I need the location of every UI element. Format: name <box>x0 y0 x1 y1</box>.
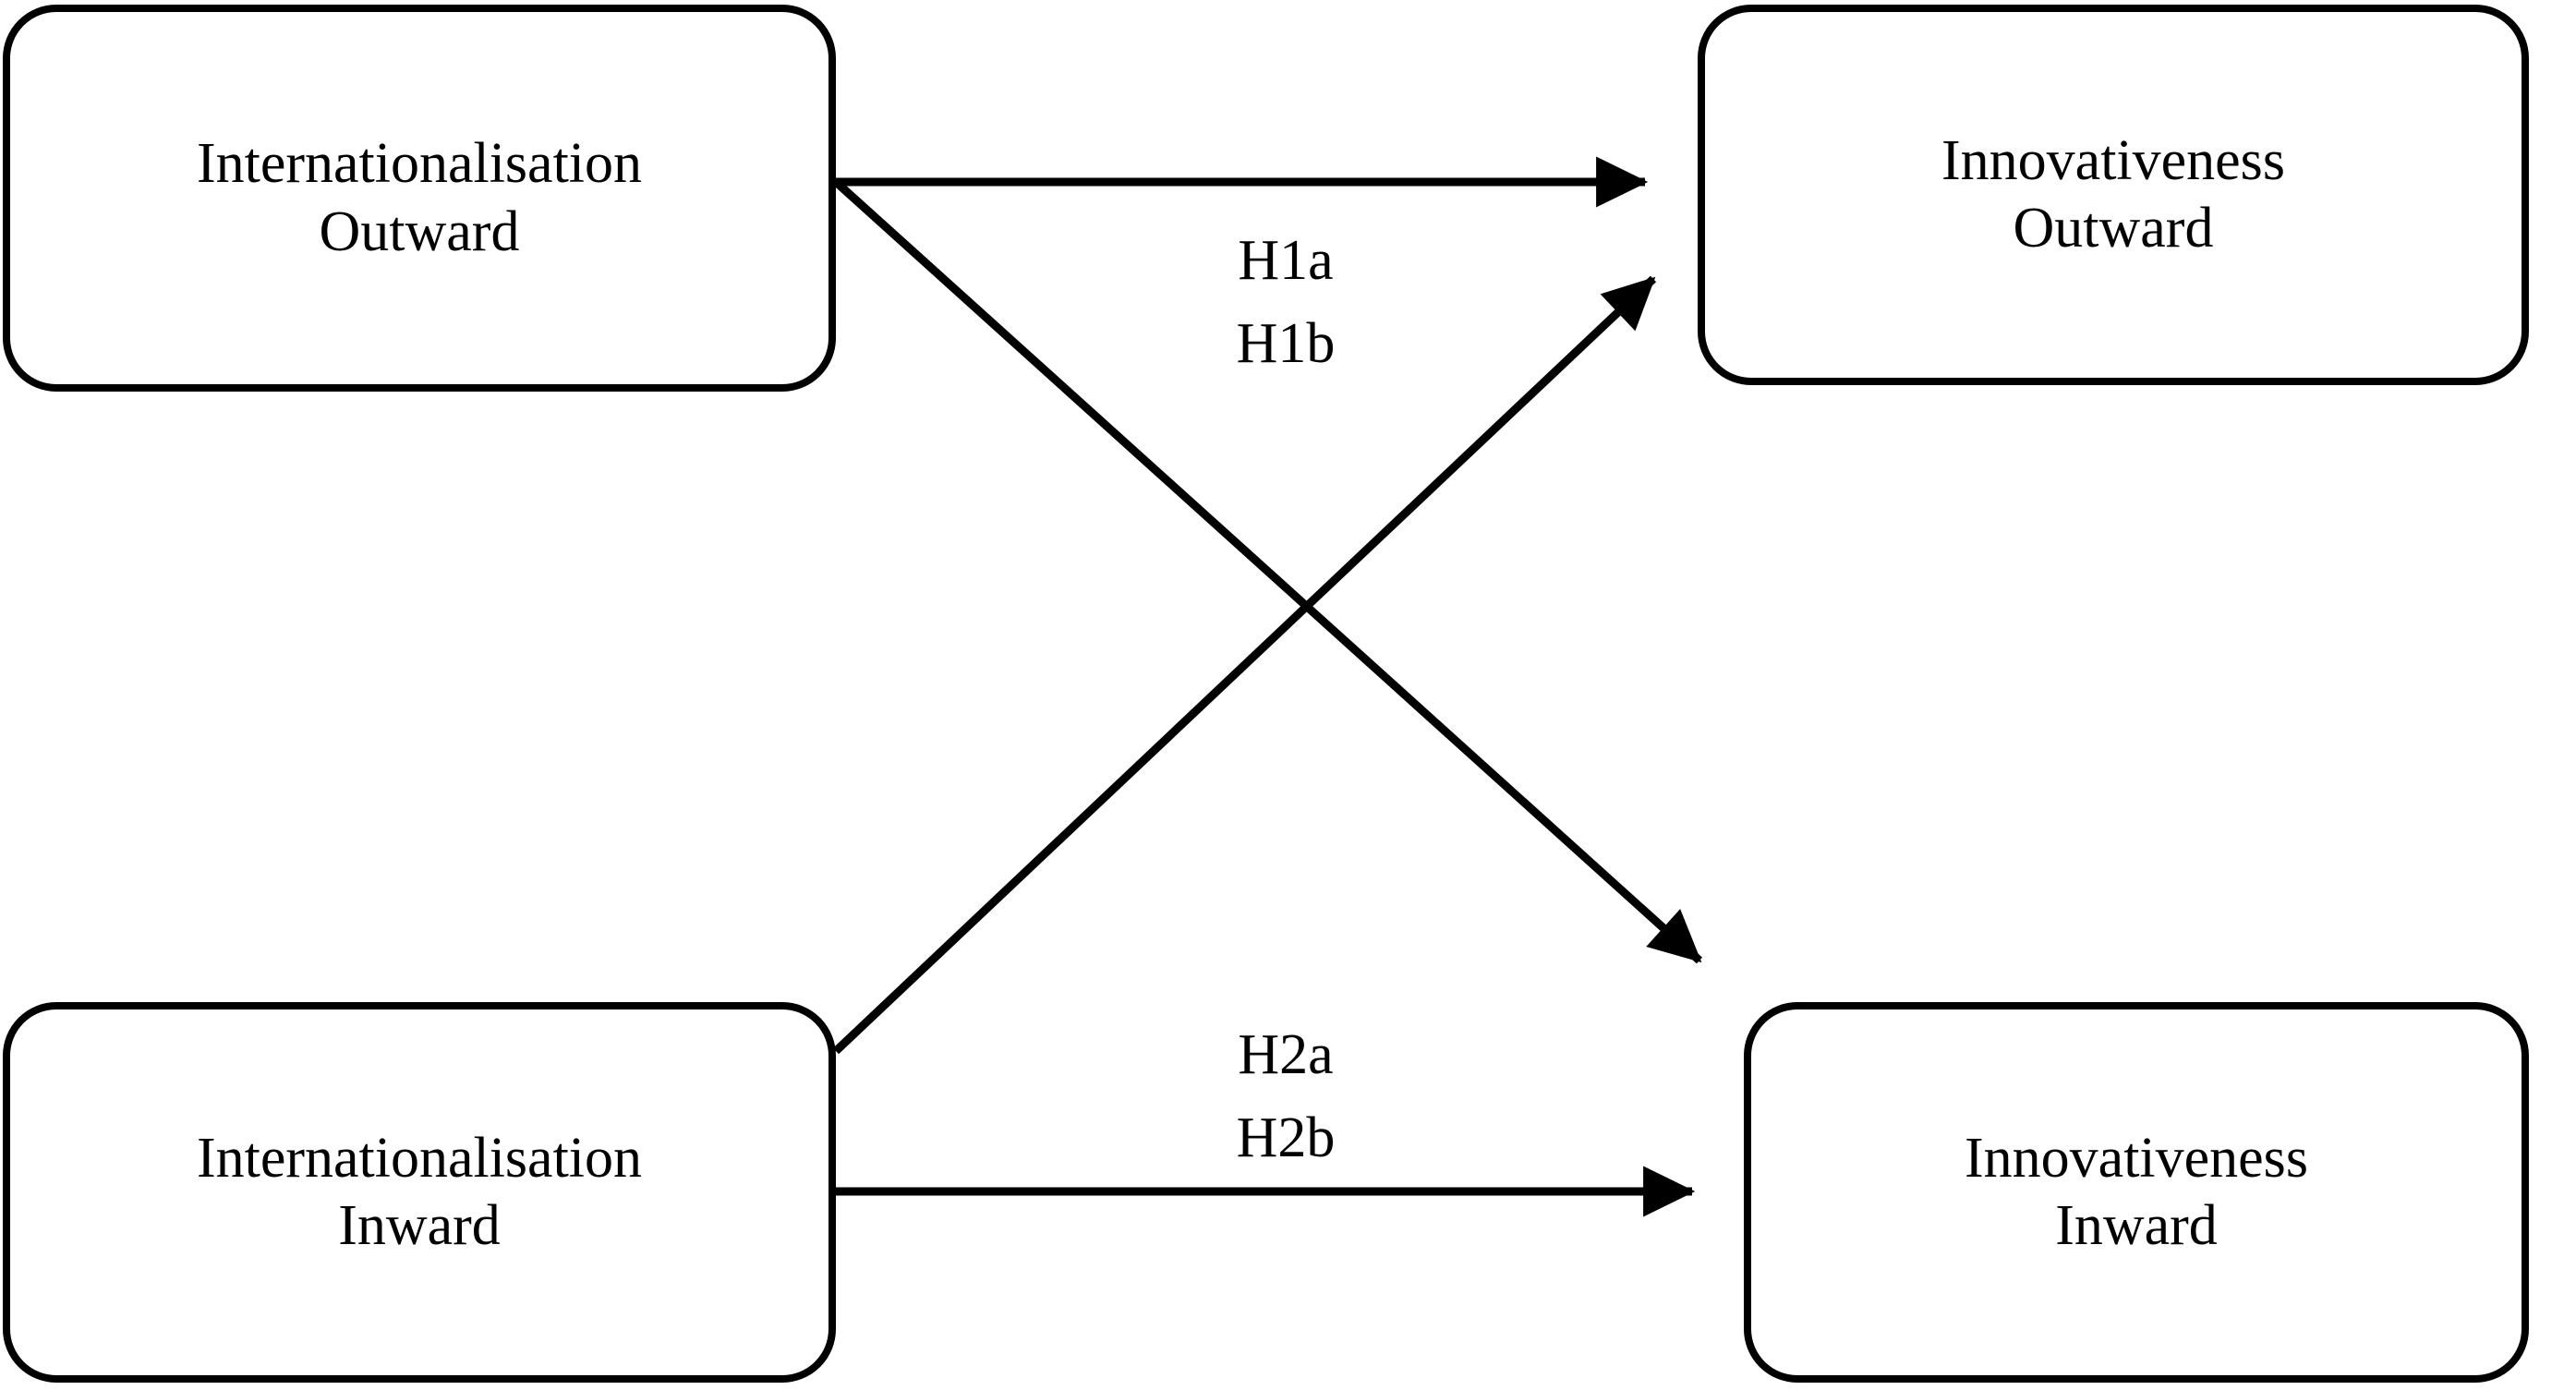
node-label-line1: Innovativeness <box>1965 1126 2308 1190</box>
arrow-h2b <box>832 275 1657 1055</box>
node-label-line2: Inward <box>2055 1194 2218 1257</box>
node-innovativeness-inward[interactable]: Innovativeness Inward <box>1744 1002 2529 1383</box>
node-label-line2: Inward <box>338 1194 501 1257</box>
node-internationalisation-inward[interactable]: Internationalisation Inward <box>3 1002 836 1383</box>
node-internationalisation-outward[interactable]: Internationalisation Outward <box>3 5 836 392</box>
node-label-line1: Innovativeness <box>1941 128 2285 192</box>
node-label-line1: Internationalisation <box>196 1126 643 1190</box>
node-label-line2: Outward <box>319 199 520 263</box>
hypothesis-label-h2b: H2b <box>1236 1106 1336 1169</box>
node-innovativeness-outward[interactable]: Innovativeness Outward <box>1698 5 2529 385</box>
node-label-line2: Outward <box>2013 197 2214 260</box>
hypothesis-label-h2a: H2a <box>1238 1023 1334 1086</box>
arrow-h1b <box>832 178 1703 964</box>
hypothesis-label-h2: H2a H2b <box>1166 1014 1406 1180</box>
node-label-line1: Internationalisation <box>196 132 643 196</box>
hypothesis-label-h1a: H1a <box>1238 229 1334 292</box>
hypothesis-label-h1b: H1b <box>1236 311 1336 375</box>
hypothesis-label-h1: H1a H1b <box>1166 220 1406 386</box>
